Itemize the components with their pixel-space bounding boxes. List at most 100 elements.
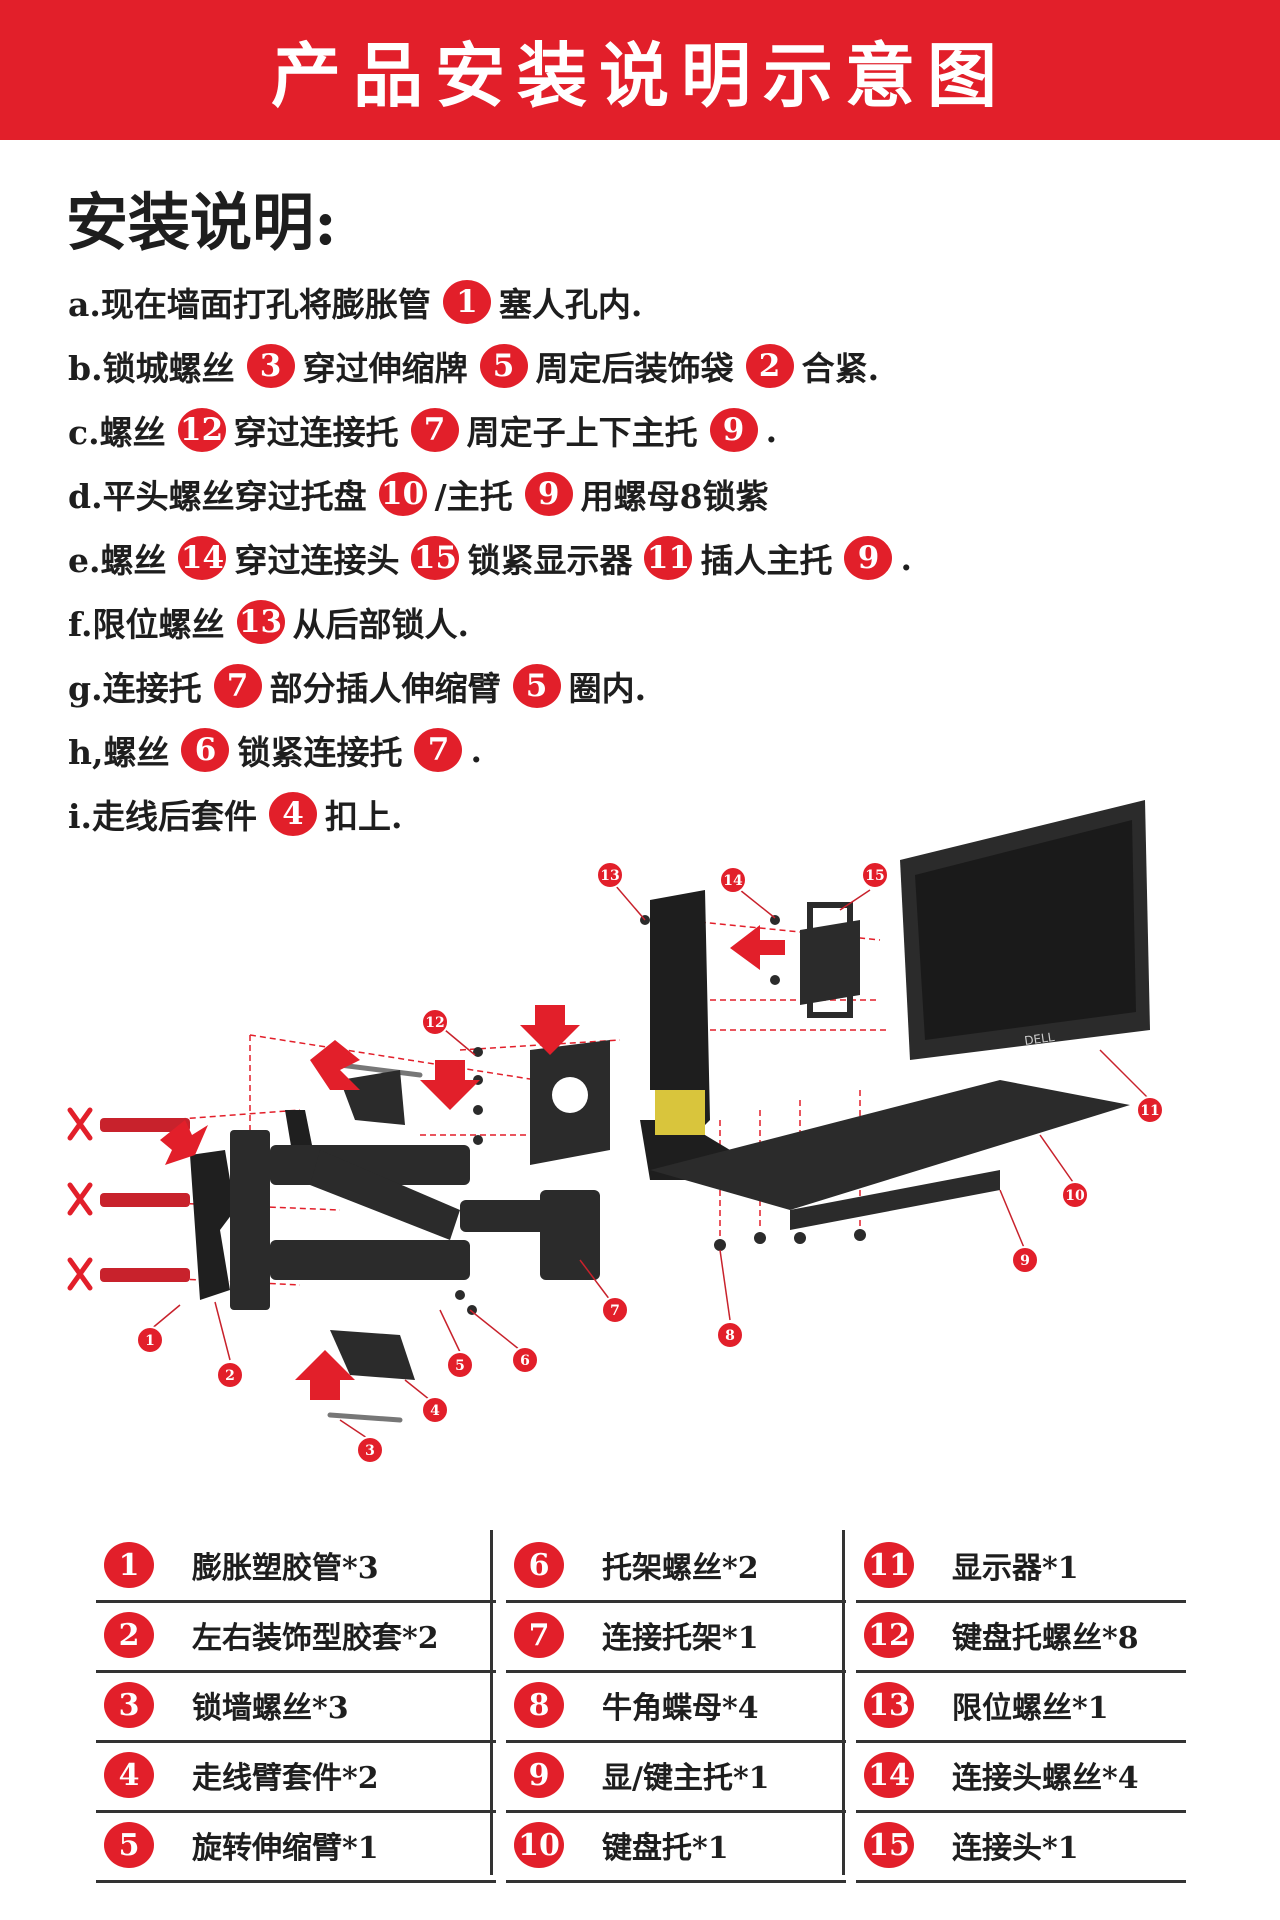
part-name: 膨胀塑胶管*3 [192, 1551, 379, 1586]
step-text: 锁紧连接托 [237, 733, 403, 772]
step-text: 穿过连接头 [234, 541, 400, 580]
callout-4: 4 [421, 1396, 449, 1424]
callout-9: 9 [1011, 1246, 1039, 1274]
part-name: 键盘托*1 [602, 1831, 729, 1866]
connector-bracket [530, 1040, 610, 1165]
callout-label: 11 [1140, 1103, 1159, 1119]
callout-label: 7 [610, 1303, 620, 1319]
step-text: 周定后装饰袋 [535, 349, 734, 388]
callout-15: 15 [861, 861, 889, 889]
step-text: 合紧. [801, 349, 880, 388]
step-text: 扣上. [325, 797, 403, 836]
step-text: 插人主托 [700, 541, 833, 580]
callout-13: 13 [596, 861, 624, 889]
part-number-badge: 8 [514, 1682, 564, 1728]
step-text: a.现在墙面打孔将膨胀管 [68, 285, 431, 324]
step-text: . [900, 538, 912, 578]
part-name: 显/键主托*1 [602, 1761, 770, 1796]
parts-list-item: 2 左右装饰型胶套*2 [96, 1600, 496, 1673]
callout-1: 1 [136, 1326, 164, 1354]
step-text: . [470, 730, 482, 770]
part-number-badge: 14 [178, 536, 227, 580]
part-number-badge: 3 [104, 1682, 154, 1728]
step-text: 锁紧显示器 [467, 541, 633, 580]
part-number-badge: 5 [479, 344, 528, 388]
step-text: . [765, 410, 778, 450]
callout-5: 5 [446, 1351, 474, 1379]
step-text: 塞人孔内. [498, 285, 643, 324]
step-text: 穿过伸缩牌 [302, 349, 468, 388]
part-name: 走线臂套件*2 [192, 1761, 379, 1796]
step-text: 部分插人伸缩臂 [269, 669, 501, 708]
part-number-badge: 14 [864, 1752, 914, 1798]
callout-label: 10 [1065, 1188, 1085, 1204]
part-number-badge: 11 [644, 536, 693, 580]
callout-8: 8 [716, 1321, 744, 1349]
part-number-badge: 5 [512, 664, 561, 708]
callout-label: 8 [725, 1328, 735, 1344]
part-number-badge: 1 [442, 280, 491, 324]
part-number-badge: 13 [864, 1682, 914, 1728]
step-text: 从后部锁人. [292, 605, 470, 644]
step-text: b.锁城螺丝 [68, 349, 235, 388]
callout-label: 2 [225, 1368, 235, 1384]
callout-label: 3 [365, 1443, 375, 1459]
step-text: 穿过连接托 [233, 413, 399, 452]
callout-12: 12 [421, 1008, 449, 1036]
callout-leaders [149, 884, 1151, 1441]
callout-label: 4 [430, 1403, 440, 1419]
connector-head [800, 902, 860, 1018]
callout-label: 5 [455, 1358, 465, 1374]
keyboard-tray [650, 1080, 1130, 1230]
part-name: 显示器*1 [952, 1551, 1079, 1586]
part-name: 托架螺丝*2 [602, 1551, 759, 1586]
step-text: c.螺丝 [68, 413, 166, 452]
part-number-badge: 2 [104, 1612, 154, 1658]
parts-list-item: 6 托架螺丝*2 [506, 1530, 846, 1603]
parts-list-item: 11 显示器*1 [856, 1530, 1186, 1603]
callout-2: 2 [216, 1361, 244, 1389]
callout-label: 15 [865, 868, 884, 884]
step-text: 用螺母8锁紫 [580, 477, 769, 516]
part-name: 旋转伸缩臂*1 [192, 1831, 379, 1866]
monitor-icon: DELL [900, 800, 1150, 1060]
callout-label: 6 [520, 1353, 530, 1369]
part-number-badge: 7 [410, 408, 459, 452]
exploded-assembly-diagram: DELL [67, 800, 1164, 1464]
part-name: 左右装饰型胶套*2 [192, 1621, 439, 1656]
callout-11: 11 [1136, 1096, 1164, 1124]
part-number-badge: 12 [177, 408, 226, 452]
part-number-badge: 3 [246, 344, 295, 388]
part-name: 连接头*1 [952, 1831, 1079, 1866]
part-name: 键盘托螺丝*8 [952, 1621, 1139, 1656]
step-text: e.螺丝 [68, 541, 167, 580]
part-number-badge: 11 [864, 1542, 914, 1588]
part-name: 限位螺丝*1 [952, 1691, 1109, 1726]
part-number-badge: 10 [378, 472, 427, 516]
wall-anchors [67, 1107, 190, 1291]
part-number-badge: 2 [745, 344, 794, 388]
part-number-badge: 6 [514, 1542, 564, 1588]
main-support [640, 890, 730, 1180]
instructions-heading: 安装说明: [66, 186, 337, 259]
part-number-badge: 7 [213, 664, 262, 708]
